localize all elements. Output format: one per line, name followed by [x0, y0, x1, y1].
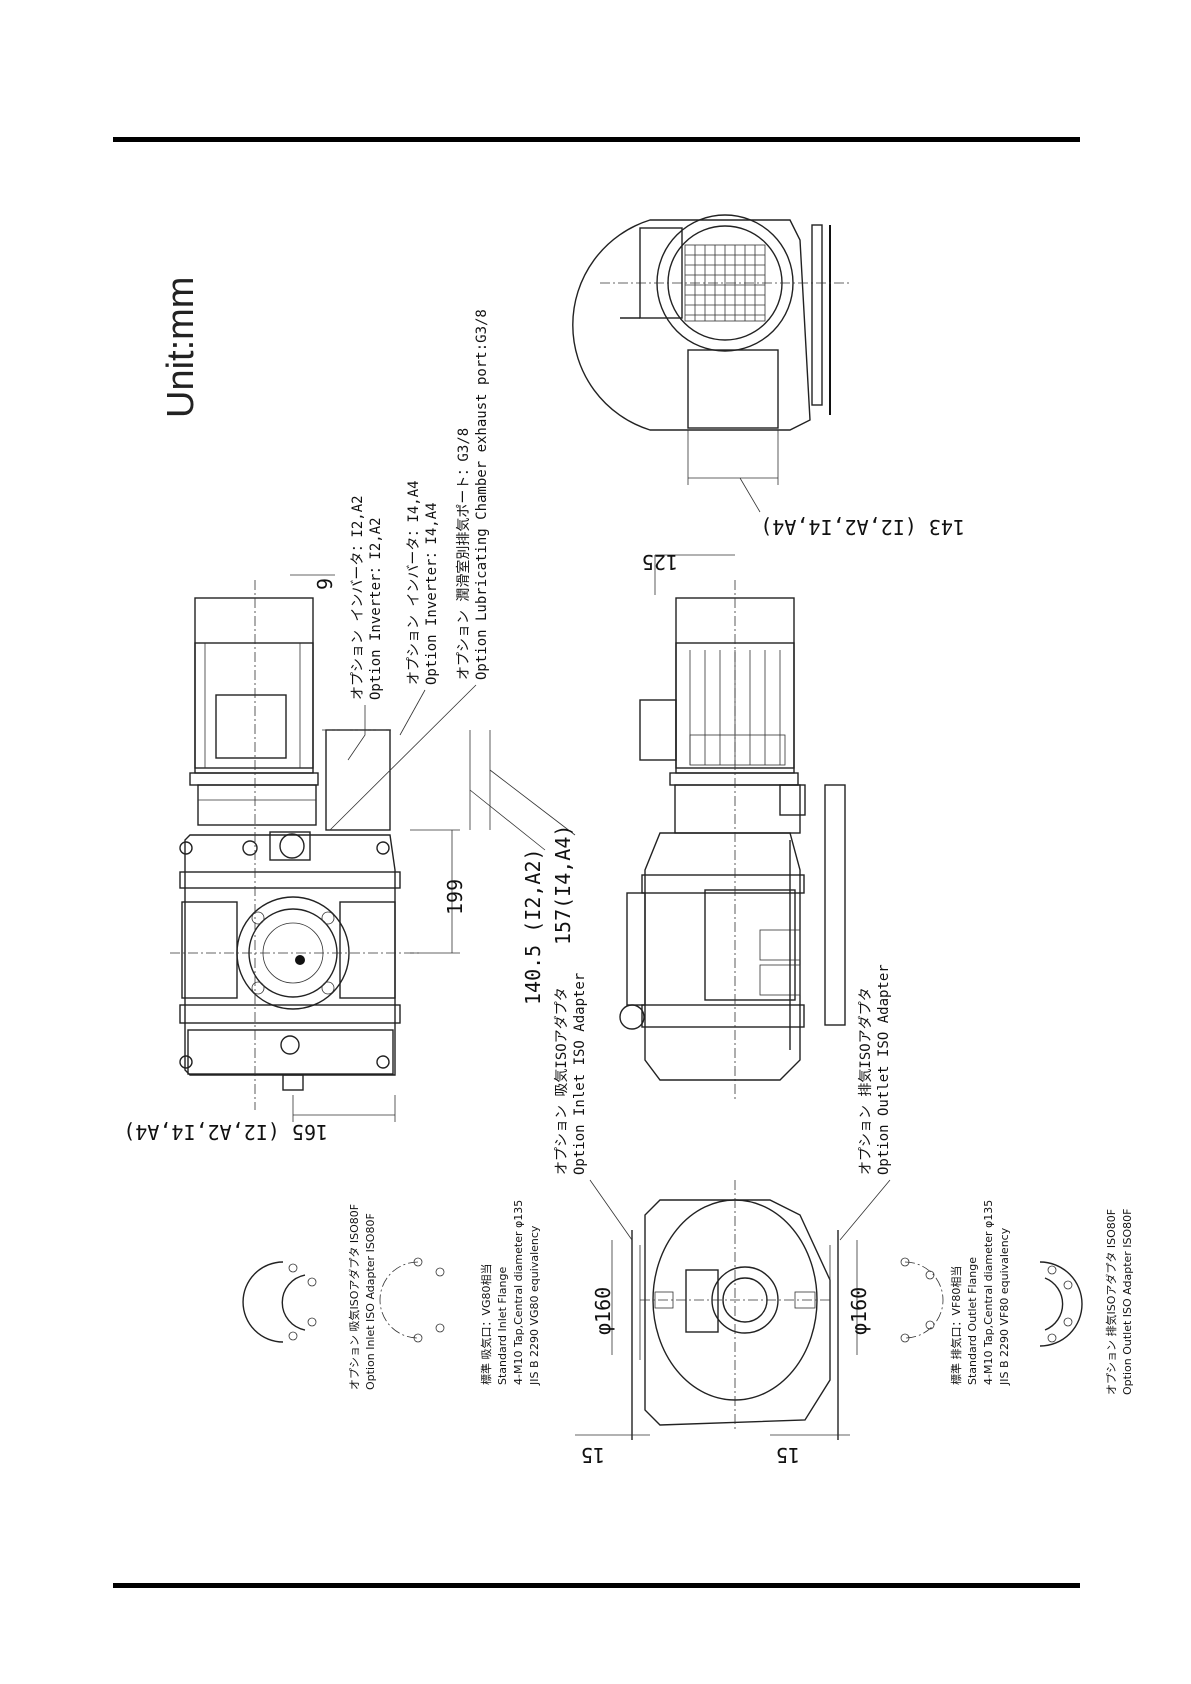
note-inverter-i2-jp: オプション インバータ：I2,A2: [350, 495, 366, 700]
detail-outlet-flange-en: Standard Outlet Flange: [966, 1257, 979, 1385]
dim-199: 199: [443, 879, 467, 915]
dim-160-outlet: φ160: [847, 1287, 871, 1335]
side-view: [619, 580, 846, 1100]
detail-outlet-adapter-en: Option Outlet ISO Adapter ISO80F: [1121, 1208, 1134, 1395]
bottom-rule: [113, 1583, 1080, 1588]
side-view-dimensions: 125: [642, 550, 735, 595]
detail-outlet-flange-jis: JIS B 2290 VF80 equivalency: [998, 1227, 1011, 1386]
detail-sketches: オプション 吸気ISOアダプタ ISO80F Option Inlet ISO …: [242, 1200, 1134, 1395]
note-lube-jp: オプション 潤滑室別排気ポート：G3/8: [455, 428, 472, 680]
note-lube-en: Option Lubricating Chamber exhaust port:…: [474, 309, 490, 680]
option-notes: オプション インバータ：I2,A2 Option Inverter：I2,A2 …: [329, 309, 490, 831]
top-rule: [113, 137, 1080, 142]
dim-143: 143 (I2,A2,I4,A4): [760, 515, 965, 539]
detail-inlet-adapter-en: Option Inlet ISO Adapter ISO80F: [364, 1213, 377, 1390]
dim-125: 125: [642, 550, 678, 574]
detail-inlet-flange-jp: 標準 吸気口：VG80相当: [479, 1263, 493, 1385]
note-inlet-iso-jp: オプション 吸気ISOアダプタ: [554, 987, 570, 1175]
dim-9: 9: [313, 578, 337, 590]
end-view: 143 (I2,A2,I4,A4): [572, 214, 965, 539]
detail-outlet-flange-tap: 4-M10 Tap,Central diameter φ135: [982, 1200, 995, 1385]
note-outlet-iso-en: Option Outlet ISO Adapter: [876, 964, 892, 1175]
dim-15-inlet: 15: [581, 1443, 605, 1467]
detail-outlet-adapter-jp: オプション 排気ISOアダプタ ISO80F: [1104, 1209, 1118, 1395]
top-view: [170, 580, 420, 1110]
note-inverter-i4-en: Option Inverter：I4,A4: [424, 502, 440, 685]
note-outlet-iso-jp: オプション 排気ISOアダプタ: [858, 987, 874, 1175]
note-inverter-i2-en: Option Inverter：I2,A2: [368, 517, 384, 700]
detail-outlet-flange-jp: 標準 排気口：VF80相当: [949, 1266, 963, 1385]
detail-inlet-flange-jis: JIS B 2290 VG80 equivalency: [528, 1225, 541, 1386]
dim-160-inlet: φ160: [591, 1287, 615, 1335]
detail-inlet-adapter-jp: オプション 吸気ISOアダプタ ISO80F: [347, 1204, 361, 1390]
unit-label: Unit:mm: [160, 277, 202, 418]
top-view-dimensions: 165 (I2,A2,I4,A4) 199 140.5 (I2,A2) 157(…: [123, 574, 576, 1144]
dim-165: 165 (I2,A2,I4,A4): [123, 1120, 328, 1144]
dim-15-outlet: 15: [776, 1443, 800, 1467]
dim-157: 157(I4,A4): [551, 825, 575, 945]
detail-inlet-flange-tap: 4-M10 Tap,Central diameter φ135: [512, 1200, 525, 1385]
detail-inlet-flange-en: Standard Inlet Flange: [496, 1267, 509, 1385]
front-view: φ160 φ160 15 15 オプション 吸気ISOアダプタ Option I…: [554, 964, 892, 1467]
note-inlet-iso-en: Option Inlet ISO Adapter: [572, 973, 588, 1175]
note-inverter-i4-jp: オプション インバータ：I4,A4: [406, 480, 422, 685]
dim-140-5: 140.5 (I2,A2): [521, 848, 545, 1005]
